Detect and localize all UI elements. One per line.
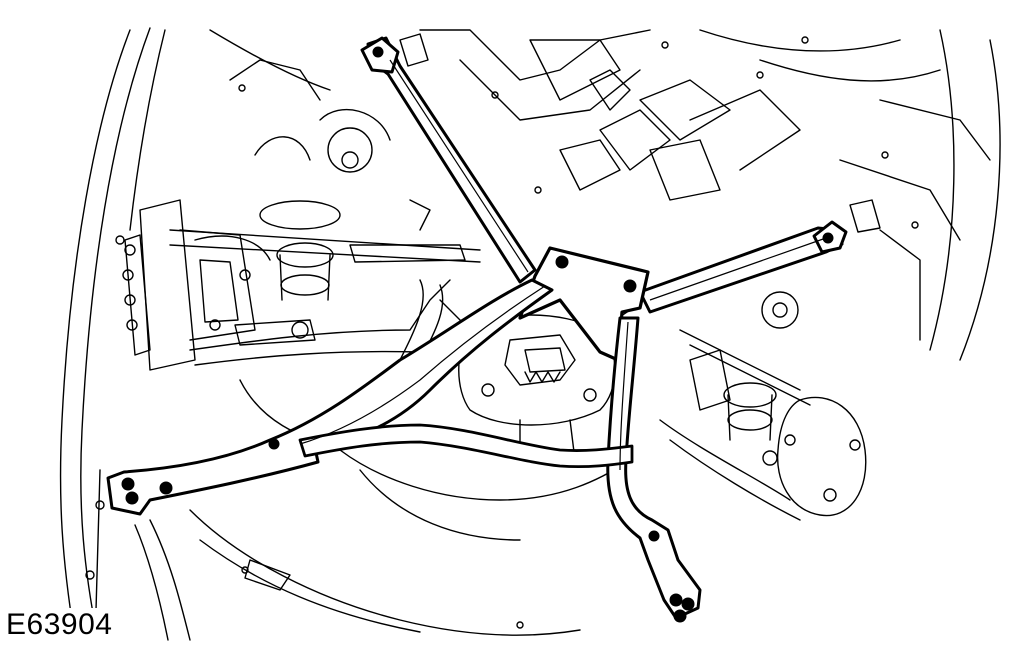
figure-id-label: E63904 <box>4 608 117 642</box>
brace-bolts <box>121 46 834 623</box>
floor-pan-upper <box>209 29 941 201</box>
bolt-icon <box>121 477 135 491</box>
right-hub-assembly <box>659 291 867 521</box>
right-body-sill <box>839 29 1001 361</box>
bolt-icon <box>669 593 683 607</box>
brace-lower-cross-bar <box>298 423 634 469</box>
brace-upper-right-leg <box>638 226 844 314</box>
brace-lower-right-leg <box>606 316 702 620</box>
bolt-icon <box>555 255 569 269</box>
bolt-icon <box>159 481 173 495</box>
bolt-icon <box>268 438 280 450</box>
top-mounts <box>399 33 881 233</box>
bolt-icon <box>681 597 695 611</box>
bolt-icon <box>623 279 637 293</box>
bolt-icon <box>822 232 834 244</box>
lower-floor-tank <box>134 449 631 641</box>
bolt-icon <box>673 609 687 623</box>
bolt-icon <box>372 46 384 58</box>
bolt-icon <box>125 491 139 505</box>
left-body-sill <box>59 27 166 641</box>
left-spring-damper <box>254 108 391 301</box>
bolt-icon <box>648 530 660 542</box>
brace-lower-left-leg <box>106 278 554 516</box>
x-brace <box>106 36 848 620</box>
